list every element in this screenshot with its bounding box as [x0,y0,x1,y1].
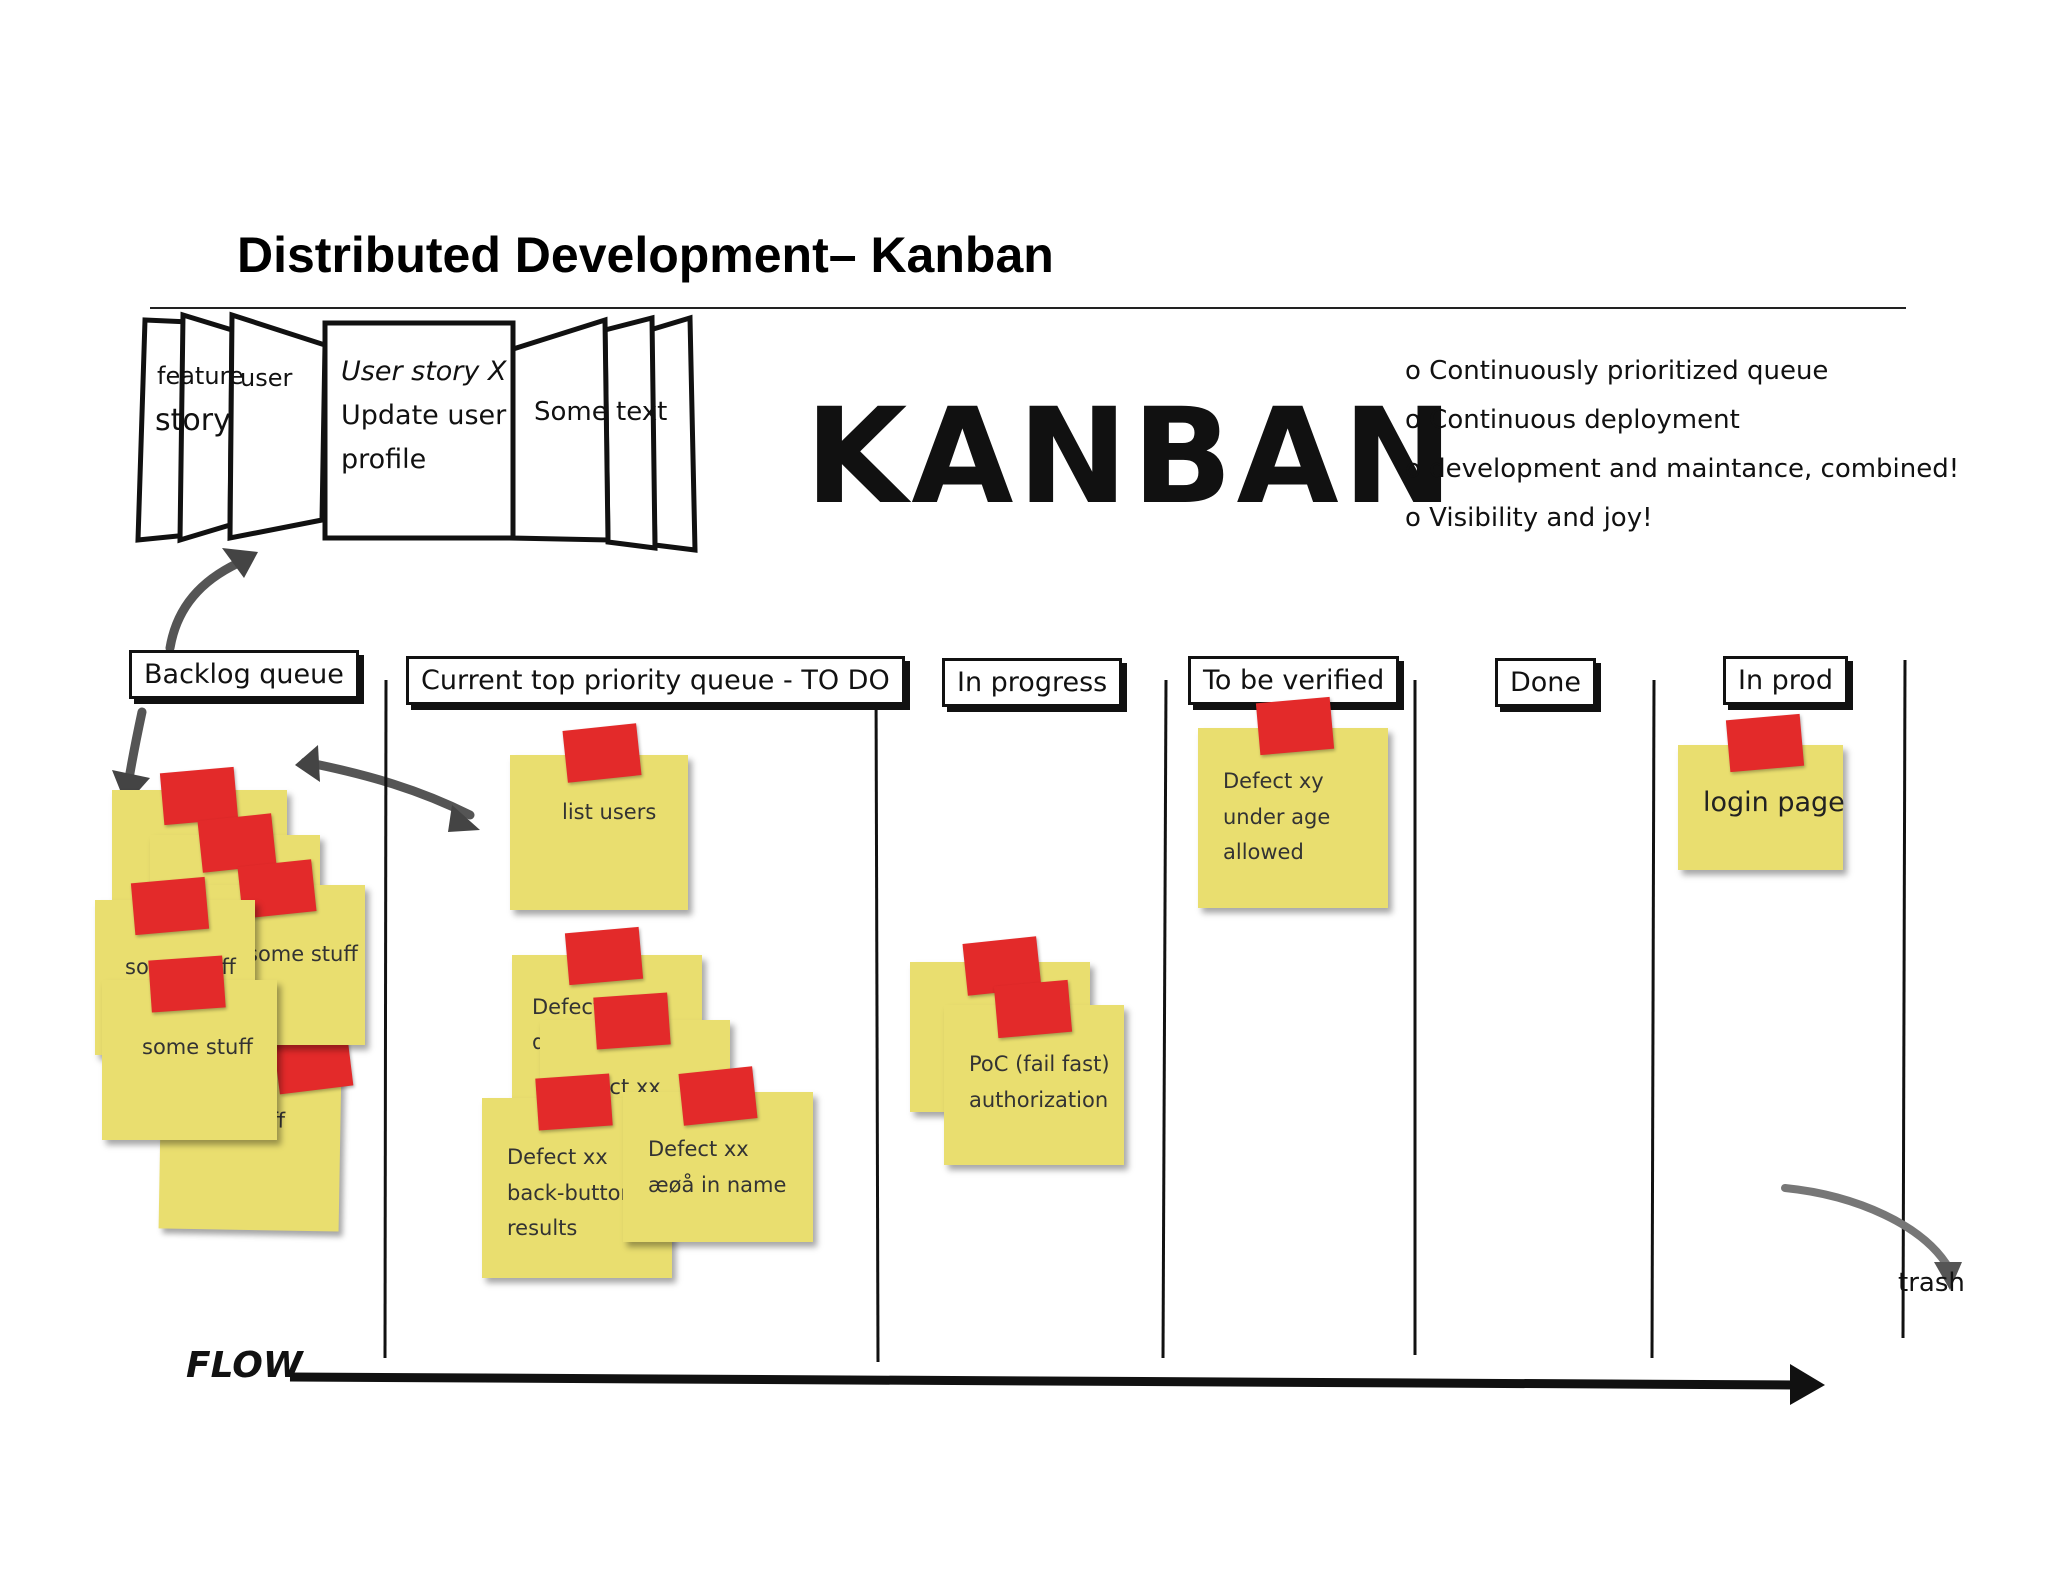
note-text: login page [1703,787,1845,818]
story-card-right-1 [507,316,611,543]
tape [130,876,210,936]
arrowhead-up [222,548,258,578]
story-card-user [227,311,328,542]
sticky-note-list-users: list users [510,723,688,910]
note-text: Defect xy [1223,769,1324,793]
story-card-user-text: user [240,364,292,392]
tape [678,1066,758,1126]
column-separators [383,659,1907,1363]
flow-line [289,1372,1796,1390]
tape [993,979,1073,1039]
column-label-backlog: Backlog queue [129,650,359,699]
sticky-note-login-page: login page [1678,713,1845,870]
story-card-main-line2: Update user [341,400,507,431]
bullet-4: o Visibility and joy! [1405,503,1653,533]
column-label-in-prod: In prod [1723,656,1848,705]
column-label-in-progress: In progress [942,658,1123,707]
trash-label: trash [1898,1268,1965,1298]
sticky-note-defect-name: Defect xx æøå in name [623,1066,813,1242]
note-text: some stuff [247,942,358,966]
tape [148,955,226,1013]
arrowheads [112,548,480,832]
trash-arrow [1781,1184,1954,1274]
sticky-note-defect-xy: Defect xy under age allowed [1198,696,1388,908]
flow-label: FLOW [186,1345,303,1386]
tape [562,723,642,783]
tape [593,992,671,1050]
tape [564,926,644,986]
kanban-logo: KANBAN [805,380,1457,534]
note-text: list users [562,800,657,824]
story-card-main-line3: profile [341,444,426,475]
arrowhead-down [112,770,150,805]
note-text: allowed [1223,840,1304,864]
note-text: Defect xx [648,1137,749,1161]
note-text: Defect [532,995,602,1019]
story-card-main [322,320,516,541]
arrowhead-right [448,805,480,832]
story-card-main-line1: User story X [341,356,507,387]
note-text: æøå in name [648,1173,787,1197]
story-card-feature-text: feature [157,362,244,390]
story-card-story-text: story [155,403,231,438]
column-label-to-be-verified: To be verified [1188,656,1400,705]
sticky-note-poc: PoC (fail fast) authorization [944,979,1124,1165]
story-card-stack [135,311,698,553]
trash-arrowhead [1934,1262,1962,1290]
tape [1255,696,1335,756]
bullet-3: o development and maintance, combined! [1405,454,1960,484]
bullet-1: o Continuously prioritized queue [1405,356,1829,386]
note-text: some stuff [142,1035,253,1059]
story-card-right-2 [602,314,658,551]
title-divider [150,307,1906,309]
flow-arrowhead [1790,1364,1825,1405]
tape [1725,713,1805,773]
tape [159,766,239,826]
note-text: authorization [969,1088,1109,1112]
note-text: PoC (fail fast) [969,1052,1110,1076]
column-label-todo: Current top priority queue - TO DO [406,656,905,705]
note-text: back-button [507,1181,634,1205]
note-text: Defect xx [507,1145,608,1169]
arrowhead-left [295,745,320,782]
sticky-note-backlog-front: some stuff [102,955,277,1140]
page-title: Distributed Development– Kanban [237,227,1054,283]
story-card-some-text: Some text [534,397,667,427]
tape [535,1073,613,1131]
note-text: results [507,1216,578,1240]
bullet-2: o Continuous deployment [1405,405,1740,435]
column-label-done: Done [1495,658,1597,707]
note-text: under age [1223,805,1331,829]
